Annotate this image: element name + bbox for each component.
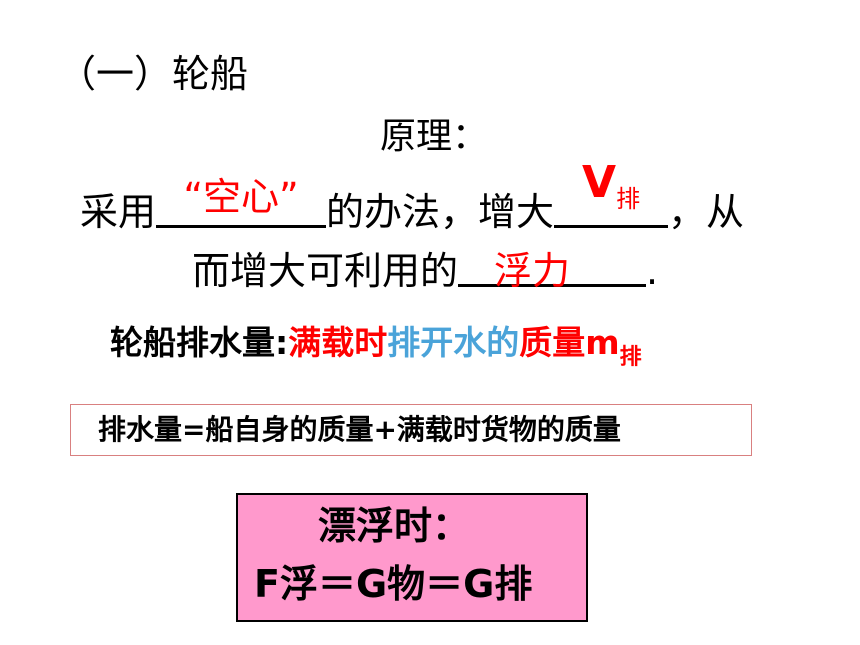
- section-heading: （一）轮船: [58, 52, 249, 96]
- blank-buoyancy: 浮力: [458, 244, 647, 293]
- line1-post: ，从: [668, 190, 745, 234]
- line2-pre: 而增大可利用的: [192, 249, 459, 293]
- fill-in-line-2: 而增大可利用的浮力.: [192, 244, 658, 298]
- displacement-symbol-sub: 排: [619, 345, 642, 370]
- displacement-displace: 排开水的: [387, 323, 520, 362]
- line2-post: .: [646, 249, 659, 293]
- formula-box: [70, 404, 752, 456]
- displacement-full-load: 满载时: [288, 323, 388, 362]
- formula-text: 排水量=船自身的质量+满载时货物的质量: [98, 413, 621, 446]
- answer-volume: V排: [554, 155, 668, 227]
- answer-hollow: “空心”: [183, 175, 299, 219]
- displacement-label: 轮船排水量:: [110, 323, 289, 362]
- floating-title: 漂浮时：: [318, 504, 471, 548]
- line1-pre: 采用: [80, 190, 157, 234]
- floating-equation: F浮＝G物＝G排: [254, 562, 533, 606]
- floating-box: [236, 493, 588, 622]
- answer-volume-main: V: [582, 157, 617, 208]
- line1-mid: 的办法，增大: [326, 190, 555, 234]
- answer-volume-sub: 排: [616, 184, 641, 213]
- answer-buoyancy: 浮力: [494, 249, 571, 293]
- displacement-definition: 轮船排水量:满载时排开水的质量m排: [110, 318, 642, 373]
- displacement-mass: 质量: [519, 323, 586, 362]
- displacement-symbol: m: [585, 323, 620, 362]
- principle-label: 原理：: [380, 116, 489, 157]
- blank-volume: V排: [554, 157, 669, 228]
- blank-hollow: “空心”: [156, 175, 327, 228]
